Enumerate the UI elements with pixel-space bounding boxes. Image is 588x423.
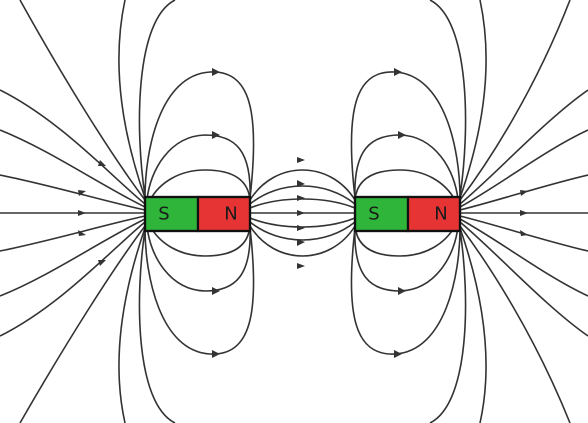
field-line (0, 215, 146, 252)
field-line (146, 134, 251, 201)
field-line (429, 0, 467, 197)
field-line (249, 225, 356, 257)
field-line (138, 229, 176, 423)
field-line (354, 169, 456, 201)
field-arrows (78, 68, 528, 358)
field-line (118, 227, 146, 423)
field-line (354, 225, 459, 292)
field-line (459, 89, 588, 205)
field-line (459, 129, 588, 208)
north-pole-label-left: N (224, 204, 237, 225)
south-pole-label-right: S (368, 204, 379, 225)
field-line (249, 217, 356, 228)
field-line (144, 227, 255, 355)
field-line (19, 0, 146, 201)
field-line (249, 221, 356, 241)
field-line (354, 134, 459, 201)
field-line (459, 218, 588, 297)
field-line (138, 0, 176, 197)
field-line (146, 225, 251, 292)
field-line (459, 0, 571, 201)
field-line (0, 218, 146, 297)
field-line (0, 129, 146, 208)
field-line (0, 221, 146, 337)
field-line (118, 0, 146, 199)
field-line (144, 71, 255, 199)
field-line (0, 174, 146, 211)
field-line (249, 185, 356, 205)
south-pole-label-left: S (158, 204, 169, 225)
south-pole-left (143, 195, 200, 233)
field-line (249, 169, 356, 201)
field-line (0, 89, 146, 205)
field-line (459, 0, 487, 199)
field-line (249, 198, 356, 209)
field-line (149, 225, 251, 257)
field-line (149, 169, 251, 201)
field-line (459, 227, 487, 423)
field-line (459, 225, 571, 423)
north-pole-label-right: N (434, 204, 447, 225)
bar-magnet-left: S N (143, 195, 252, 233)
field-line (19, 225, 146, 423)
bar-magnet-right: S N (353, 195, 462, 233)
field-line (459, 221, 588, 337)
field-line (429, 229, 467, 423)
south-pole-right (353, 195, 410, 233)
field-line (354, 225, 456, 257)
